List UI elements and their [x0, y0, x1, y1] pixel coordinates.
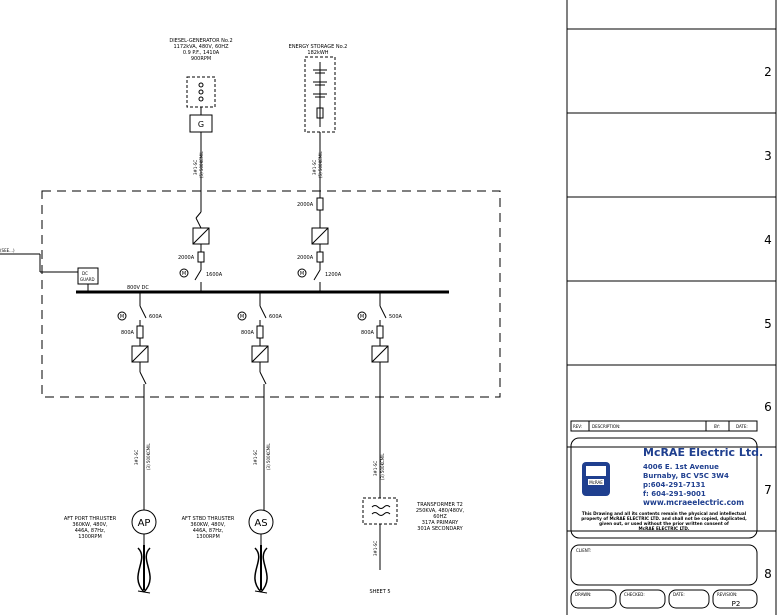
tx-desc-4: 317A PRIMARY	[422, 520, 459, 526]
svg-text:3#1-SC: 3#1-SC	[253, 450, 258, 465]
row-number-6: 6	[764, 400, 772, 414]
f3-breaker: 500A	[389, 314, 403, 320]
svg-text:(5) 500KCMIL: (5) 500KCMIL	[318, 151, 323, 178]
ap-symbol-text: AP	[138, 518, 151, 529]
storage-title: ENERGY STORAGE No.2	[289, 44, 348, 50]
svg-text:3#1-SC: 3#1-SC	[193, 160, 198, 175]
storage-breaker-label: 2000A	[297, 255, 314, 261]
ap-desc-2: 360KW, 480V,	[72, 522, 108, 528]
tx-desc-5: 301A SECONDARY	[417, 526, 463, 532]
gen-breaker-label: 2000A	[178, 255, 195, 261]
storage-motor-breaker-icon	[297, 268, 307, 278]
storage-motor-breaker-label: 1200A	[325, 272, 342, 278]
gen-motor-label: M	[182, 271, 186, 277]
ap-desc-3: 446A, 87Hz,	[75, 528, 106, 534]
f2-motor-label: M	[240, 314, 244, 320]
tx-desc-3: 60HZ	[433, 514, 447, 520]
svg-text:3#1-SC: 3#1-SC	[373, 461, 378, 476]
tx-desc-1: TRANSFORMER T2	[416, 502, 463, 508]
date-header-label: DATE:	[736, 424, 748, 429]
revision-value: P2	[732, 600, 741, 608]
svg-text:(3) 500KCMIL: (3) 500KCMIL	[380, 453, 385, 480]
storage-fuse	[316, 251, 324, 263]
company-name: McRAE Electric Ltd.	[643, 446, 763, 459]
generator-symbol: G	[198, 120, 204, 129]
notice-line-4: McRAE ELECTRIC LTD.	[639, 526, 690, 531]
notice-line-3: given out, or used without the prior wri…	[599, 521, 729, 526]
svg-text:3#1-SC: 3#1-SC	[134, 450, 139, 465]
f3-motor-label: M	[360, 314, 364, 320]
tx-desc-2: 250KVA, 480/480V,	[416, 508, 465, 514]
dc-guard-line2: GUARD	[80, 277, 95, 282]
checked-label: CHECKED:	[624, 592, 645, 597]
storage-fuse-top	[316, 197, 324, 211]
incoming-ref: (SEE...)	[0, 248, 15, 253]
company-address2: Burnaby, BC V5C 3W4	[643, 472, 729, 480]
svg-text:(5) 500KCMIL: (5) 500KCMIL	[199, 151, 204, 178]
row-number-2: 2	[764, 65, 772, 79]
storage-motor-label: M	[300, 271, 304, 277]
svg-text:(3) 500KCMIL: (3) 500KCMIL	[266, 443, 271, 470]
generator-pf: 0.9 P.F., 1410A	[183, 50, 220, 56]
bus-label: 800V DC	[127, 285, 149, 291]
row-number-5: 5	[764, 317, 772, 331]
dc-guard-line1: DC	[82, 271, 88, 276]
ap-desc-1: AFT PORT THRUSTER	[64, 516, 117, 522]
svg-text:(3) 500KCMIL: (3) 500KCMIL	[146, 443, 151, 470]
as-desc-1: AFT STBD THRUSTER	[182, 516, 235, 522]
as-desc-2: 360KW, 480V,	[190, 522, 226, 528]
description-label: DESCRIPTION:	[592, 424, 620, 429]
date-label: DATE:	[673, 592, 685, 597]
as-desc-4: 1300RPM	[196, 534, 220, 540]
gen-fuse	[197, 251, 205, 263]
generator-rpm: 900RPM	[191, 56, 211, 62]
sheet-ref: SHEET 5	[369, 589, 390, 595]
f2-fuse: 800A	[241, 330, 255, 336]
company-logo: McRAE	[582, 462, 610, 496]
transformer-enclosure	[362, 497, 398, 525]
f1-breaker: 600A	[149, 314, 163, 320]
gen-motor-breaker-label: 1600A	[206, 272, 223, 278]
logo-text: McRAE	[589, 480, 603, 485]
notice-line-1: This Drawing and all its contents remain…	[582, 511, 747, 516]
row-number-3: 3	[764, 149, 772, 163]
generator-rating: 1172kVA, 480V, 60HZ	[173, 44, 229, 50]
ap-desc-4: 1300RPM	[78, 534, 102, 540]
company-address1: 4006 E. 1st Avenue	[643, 463, 719, 471]
as-symbol-text: AS	[254, 518, 267, 529]
company-fax: f: 604-291-9001	[643, 490, 706, 498]
row-number-4: 4	[764, 233, 772, 247]
rev-label: REV:	[573, 424, 582, 429]
client-label: CLIENT:	[576, 548, 591, 553]
generator-title: DIESEL-GENERATOR No.2	[169, 38, 232, 44]
by-label: BY:	[714, 424, 720, 429]
f1-fuse: 800A	[121, 330, 135, 336]
as-desc-3: 446A, 87Hz,	[193, 528, 224, 534]
f3-fuse: 800A	[361, 330, 375, 336]
company-phone: p:604-291-7131	[643, 481, 705, 489]
switchboard-enclosure	[41, 190, 501, 398]
f2-breaker: 600A	[269, 314, 283, 320]
revision-label: REVISION:	[717, 592, 737, 597]
client-box	[570, 544, 758, 586]
storage-capacity: 182kWH	[307, 50, 328, 56]
svg-text:3#1-SC: 3#1-SC	[373, 541, 378, 556]
row-number-7: 7	[764, 483, 772, 497]
gen-motor-breaker-icon	[179, 268, 189, 278]
generator-engine	[186, 76, 216, 108]
storage-fuse-top-label: 2000A	[297, 202, 314, 208]
company-box	[570, 437, 758, 539]
row-number-8: 8	[764, 567, 772, 581]
drawn-label: DRAWN:	[575, 592, 592, 597]
f1-motor-label: M	[120, 314, 124, 320]
revision-header-box	[570, 420, 758, 432]
svg-text:3#1-SC: 3#1-SC	[312, 160, 317, 175]
company-web: www.mcraeelectric.com	[643, 498, 744, 507]
notice-line-2: property of McRAE ELECTRIC LTD. and shal…	[581, 516, 747, 521]
